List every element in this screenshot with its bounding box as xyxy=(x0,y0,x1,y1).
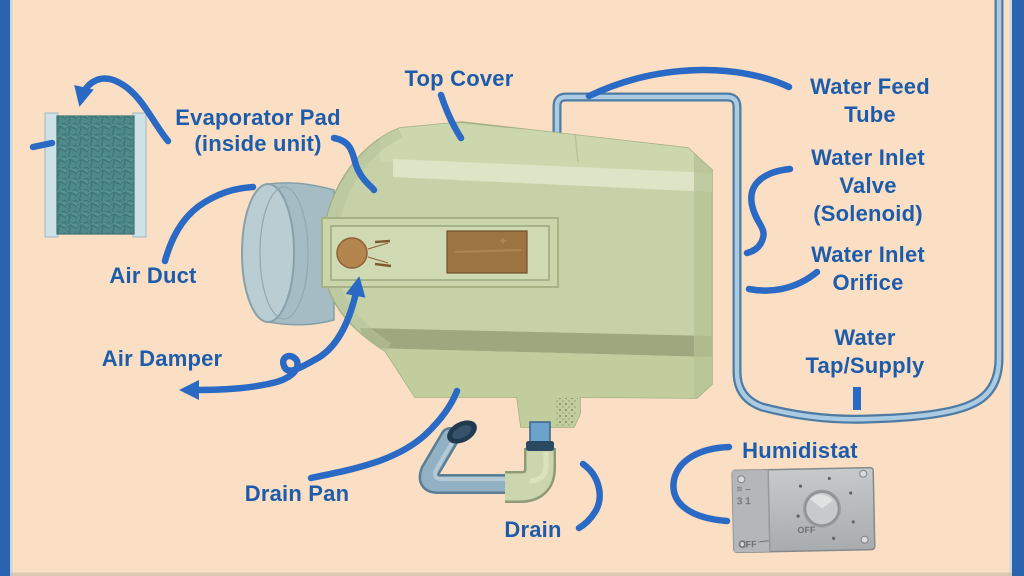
pointer-evaporator-pad xyxy=(74,75,172,145)
evaporator-pad xyxy=(44,112,147,238)
drain-pipe xyxy=(526,421,554,451)
pad-frame-left xyxy=(44,112,59,238)
control-panel xyxy=(321,217,559,288)
drain-hose xyxy=(418,420,516,494)
frame-left xyxy=(0,0,10,576)
pointer-top-cover xyxy=(437,91,465,142)
label-air-duct: Air Duct xyxy=(109,263,197,288)
scale-row-top: ≡ – xyxy=(736,484,751,495)
pointer-air-damper xyxy=(178,276,366,401)
water-feed-tube xyxy=(552,0,1004,424)
top-cover-band xyxy=(393,159,712,192)
drain-tab-texture xyxy=(556,398,578,426)
label-water-inlet-valve: Water Inlet Valve (Solenoid) xyxy=(811,145,925,226)
label-water-inlet-orifice: Water Inlet Orifice xyxy=(811,242,925,295)
pointer-drain xyxy=(575,460,603,532)
pad-texture xyxy=(57,116,134,234)
annotations xyxy=(29,66,861,532)
screw xyxy=(860,535,869,544)
base-shadow-band xyxy=(360,328,712,357)
screw xyxy=(737,475,746,484)
pointer-water-inlet-valve xyxy=(743,165,794,257)
label-water-tap-supply: Water Tap/Supply xyxy=(805,325,925,378)
pointer-air-duct xyxy=(161,183,257,265)
pointer-drain-pan xyxy=(307,387,461,482)
top-cover-zone xyxy=(380,122,712,174)
connector-inside-unit xyxy=(330,134,378,194)
nameplate xyxy=(446,230,528,274)
pointer-water-inlet-orifice xyxy=(745,268,821,294)
knob-off-label: OFF xyxy=(797,525,816,535)
label-drain-pan: Drain Pan xyxy=(244,481,350,506)
label-water-feed-tube: Water Feed Tube xyxy=(810,74,930,127)
label-humidistat: Humidistat xyxy=(742,438,858,463)
label-air-damper: Air Damper xyxy=(101,346,223,371)
dash-mark xyxy=(29,139,56,151)
air-duct-collar xyxy=(241,182,335,326)
screw xyxy=(738,540,747,549)
label-drain: Drain xyxy=(504,517,562,542)
corner-off-label: OFF xyxy=(739,539,758,549)
damper-knob xyxy=(336,237,368,269)
pointer-water-feed-tube xyxy=(585,66,793,100)
frame-right xyxy=(1012,0,1024,576)
scale-row-bottom: 3 1 xyxy=(737,496,752,507)
drain-elbow xyxy=(505,448,556,503)
knob-scale-dots xyxy=(796,476,855,540)
label-top-cover: Top Cover xyxy=(404,66,514,91)
humidistat-panel: OFF OFF ≡ – 3 1 xyxy=(731,466,876,554)
pad-frame-right xyxy=(132,112,147,238)
drain-assembly xyxy=(418,420,556,503)
frame-bottom-line xyxy=(10,572,1012,576)
screw xyxy=(859,469,868,478)
label-evaporator-pad: Evaporator Pad (inside unit) xyxy=(175,105,341,156)
pointer-humidistat xyxy=(670,443,733,525)
humidistat-knob xyxy=(802,489,841,528)
